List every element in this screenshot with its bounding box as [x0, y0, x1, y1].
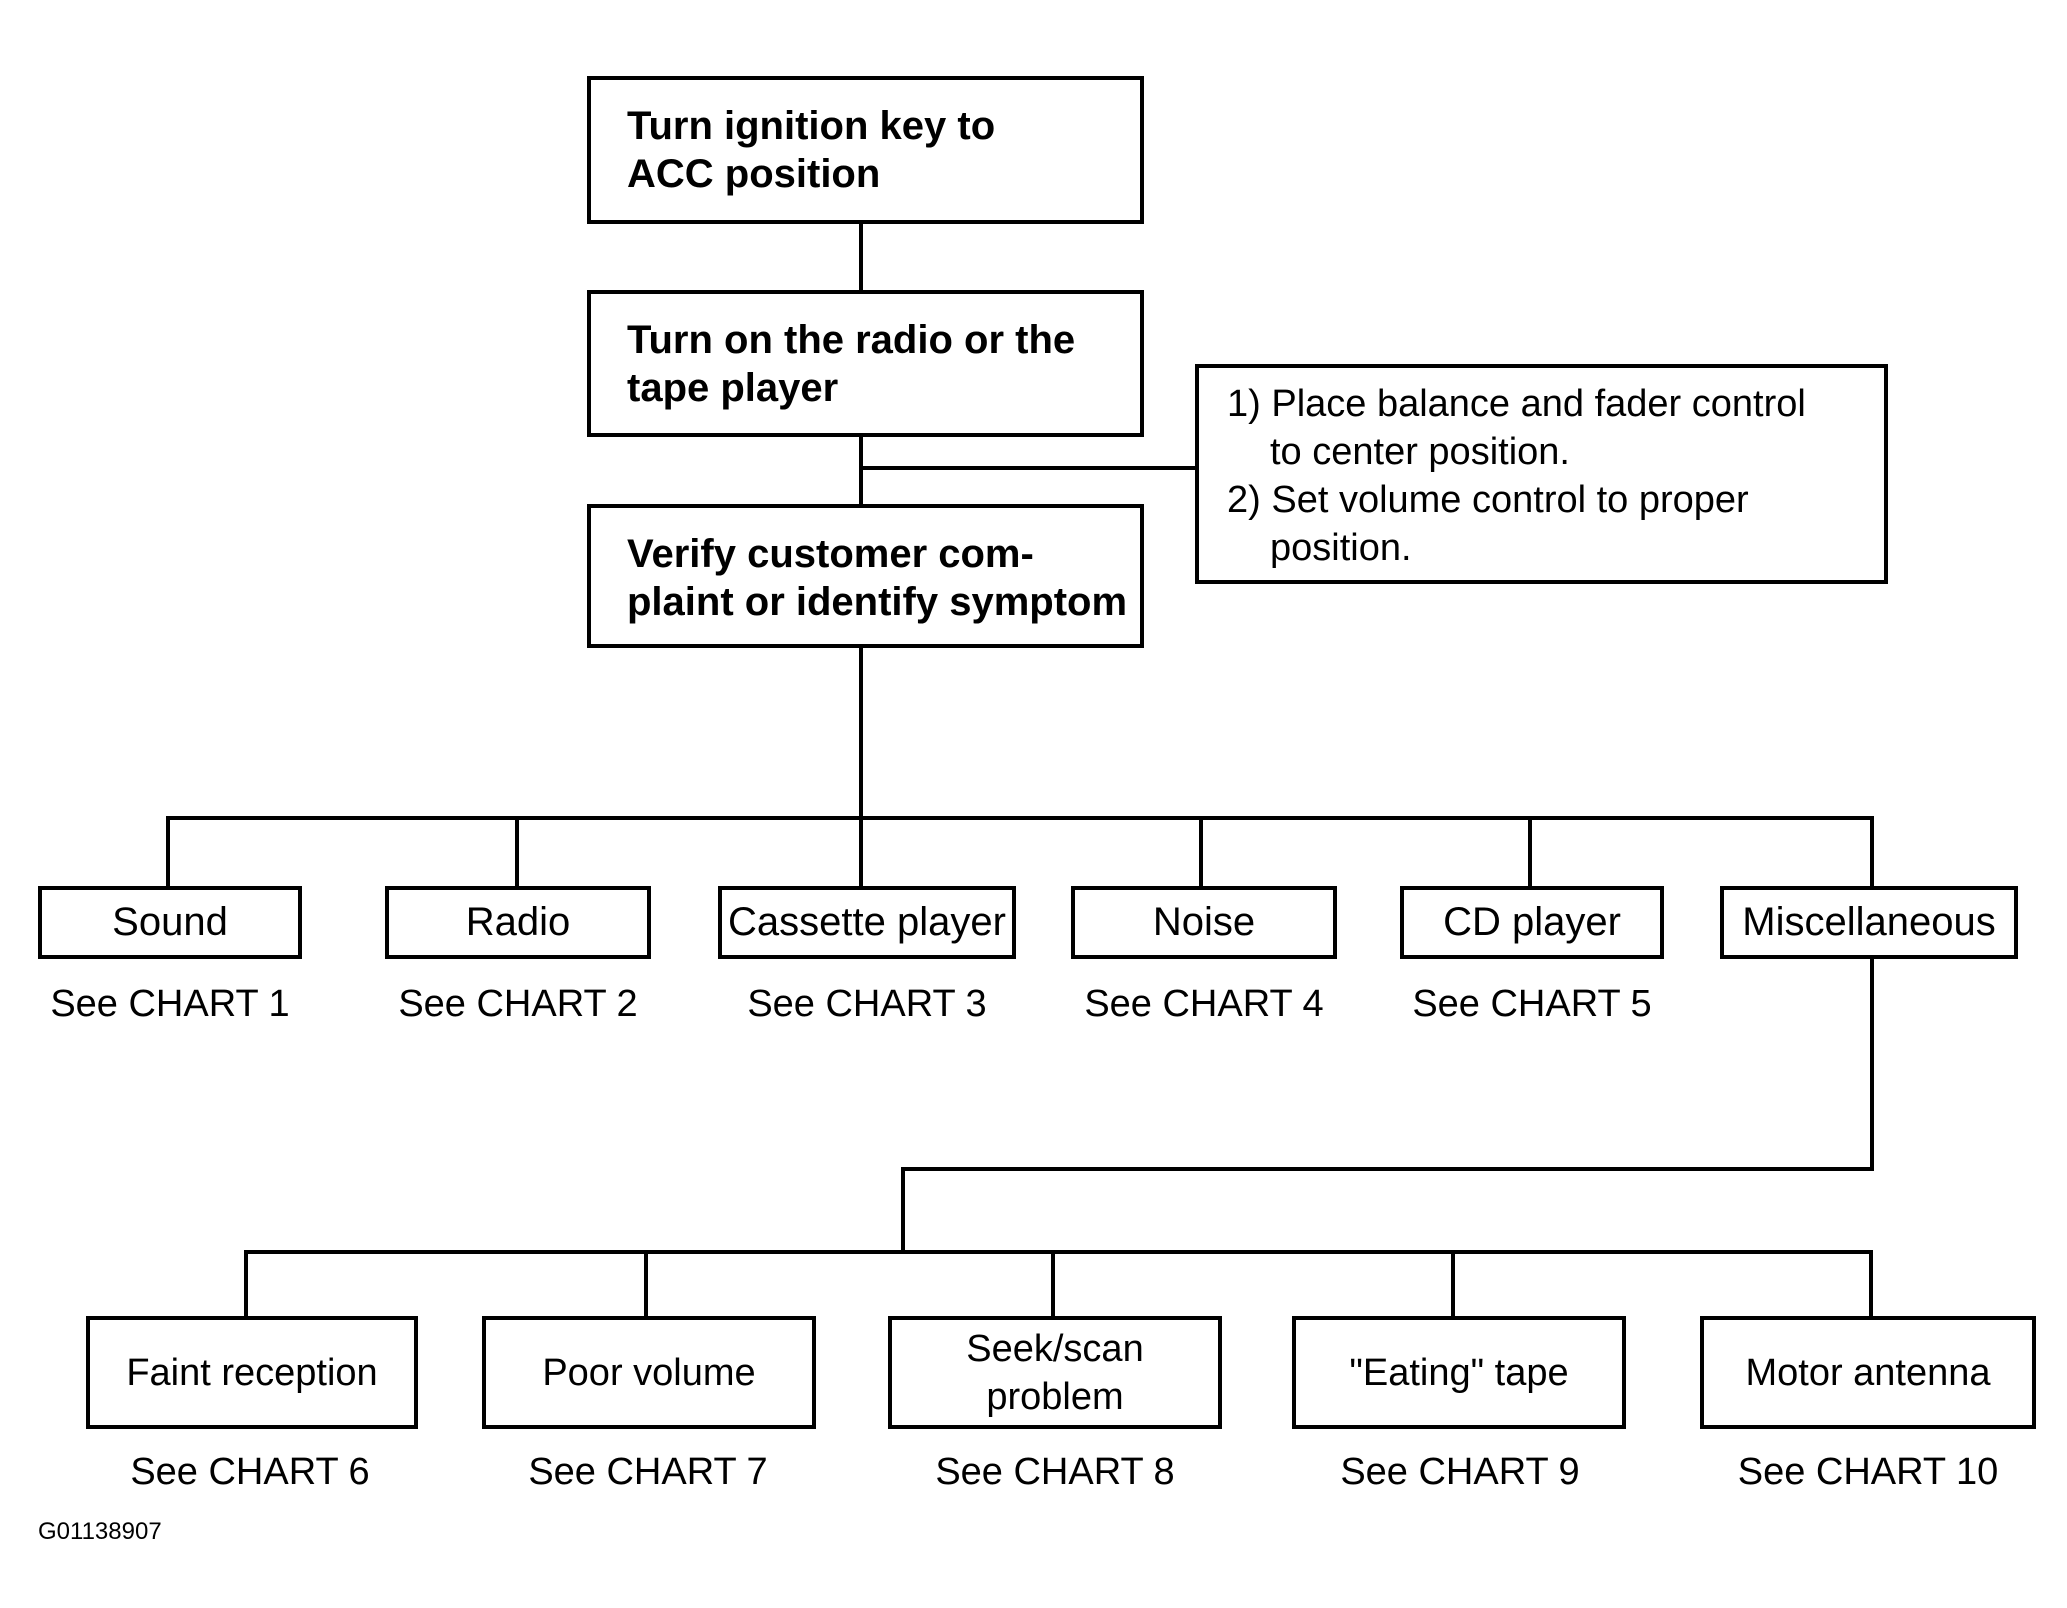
step-radio-on-box: Turn on the radio or the tape player [587, 290, 1144, 437]
connector-line [166, 816, 1874, 820]
category-cassette-player: Cassette player [718, 886, 1016, 959]
category-sound: Sound [38, 886, 302, 959]
chart-ref-1: See CHART 1 [50, 983, 290, 1025]
connector-line [901, 1167, 905, 1253]
note-line-2: to center position. [1270, 431, 1570, 473]
chart-ref-3: See CHART 3 [747, 983, 987, 1025]
chart-ref-7: See CHART 7 [528, 1451, 768, 1493]
misc-faint-reception-label: Faint reception [126, 1351, 378, 1394]
connector-line [244, 1250, 248, 1316]
step-ignition-box: Turn ignition key to ACC position [587, 76, 1144, 224]
misc-seek-scan-problem: Seek/scan problem [888, 1316, 1222, 1429]
chart-ref-9: See CHART 9 [1340, 1451, 1580, 1493]
misc-motor-antenna: Motor antenna [1700, 1316, 2036, 1429]
connector-line [859, 466, 1195, 470]
connector-line [244, 1250, 1873, 1254]
chart-ref-2: See CHART 2 [398, 983, 638, 1025]
misc-poor-volume: Poor volume [482, 1316, 816, 1429]
connector-line [1870, 816, 1874, 886]
connector-line [859, 648, 863, 886]
category-cd-player: CD player [1400, 886, 1664, 959]
connector-line [515, 816, 519, 886]
step-radio-on-line2: tape player [627, 366, 839, 410]
connector-line [901, 1167, 1874, 1171]
misc-eating-tape: "Eating" tape [1292, 1316, 1626, 1429]
category-miscellaneous: Miscellaneous [1720, 886, 2018, 959]
misc-seek-scan-label-line2: problem [986, 1375, 1124, 1418]
connector-line [1451, 1250, 1455, 1316]
misc-faint-reception: Faint reception [86, 1316, 418, 1429]
misc-seek-scan-label-line1: Seek/scan [966, 1327, 1144, 1370]
step-ignition-line2: ACC position [627, 152, 881, 196]
connector-line [166, 816, 170, 886]
step-verify-line2: plaint or identify symptom [627, 580, 1128, 624]
connector-line [1869, 1250, 1873, 1316]
step-ignition-line1: Turn ignition key to [627, 104, 996, 148]
chart-ref-5: See CHART 5 [1412, 983, 1652, 1025]
misc-poor-volume-label: Poor volume [542, 1351, 756, 1394]
category-radio: Radio [385, 886, 651, 959]
connector-line [859, 437, 863, 504]
chart-ref-8: See CHART 8 [935, 1451, 1175, 1493]
connector-line [1870, 956, 1874, 1171]
figure-code: G01138907 [38, 1518, 162, 1545]
note-line-3: 2) Set volume control to proper [1227, 479, 1749, 521]
connector-line [644, 1250, 648, 1316]
note-line-4: position. [1270, 527, 1412, 569]
category-noise: Noise [1071, 886, 1337, 959]
step-verify-box: Verify customer com- plaint or identify … [587, 504, 1144, 648]
note-line-1: 1) Place balance and fader control [1227, 383, 1806, 425]
connector-line [1199, 816, 1203, 886]
misc-motor-antenna-label: Motor antenna [1745, 1351, 1991, 1394]
step-verify-line1: Verify customer com- [627, 532, 1034, 576]
note-box: 1) Place balance and fader control to ce… [1195, 364, 1888, 584]
misc-eating-tape-label: "Eating" tape [1349, 1351, 1569, 1394]
chart-ref-10: See CHART 10 [1737, 1451, 1999, 1493]
chart-ref-6: See CHART 6 [130, 1451, 370, 1493]
connector-line [1051, 1250, 1055, 1316]
chart-ref-4: See CHART 4 [1084, 983, 1324, 1025]
connector-line [859, 224, 863, 290]
step-radio-on-line1: Turn on the radio or the [627, 318, 1076, 362]
connector-line [1528, 816, 1532, 886]
